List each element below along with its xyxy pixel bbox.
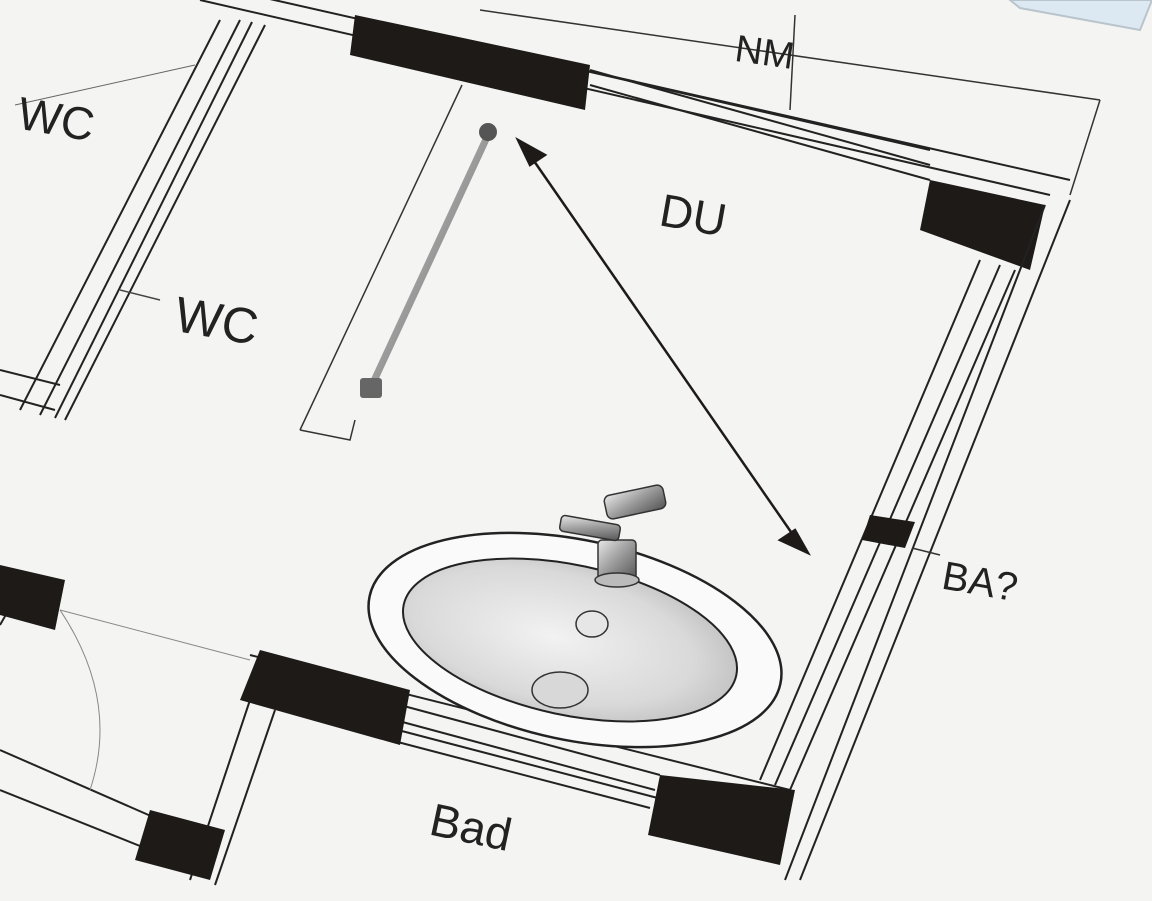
label-dimension: NM bbox=[732, 28, 797, 78]
left-wall bbox=[0, 19, 266, 421]
label-shower: DU bbox=[655, 183, 731, 247]
bottom-left-block bbox=[240, 650, 410, 745]
shower-rod bbox=[299, 84, 497, 441]
blue-card-corner bbox=[1008, 0, 1152, 32]
right-wall bbox=[759, 199, 1071, 881]
dimension-line bbox=[479, 9, 1101, 196]
top-wall-solid bbox=[350, 15, 590, 110]
double-arrow bbox=[515, 136, 812, 556]
washbasin bbox=[367, 484, 783, 749]
top-wall bbox=[199, 0, 1071, 196]
bottom-right-block bbox=[648, 775, 795, 865]
top-right-corner bbox=[920, 180, 1045, 270]
